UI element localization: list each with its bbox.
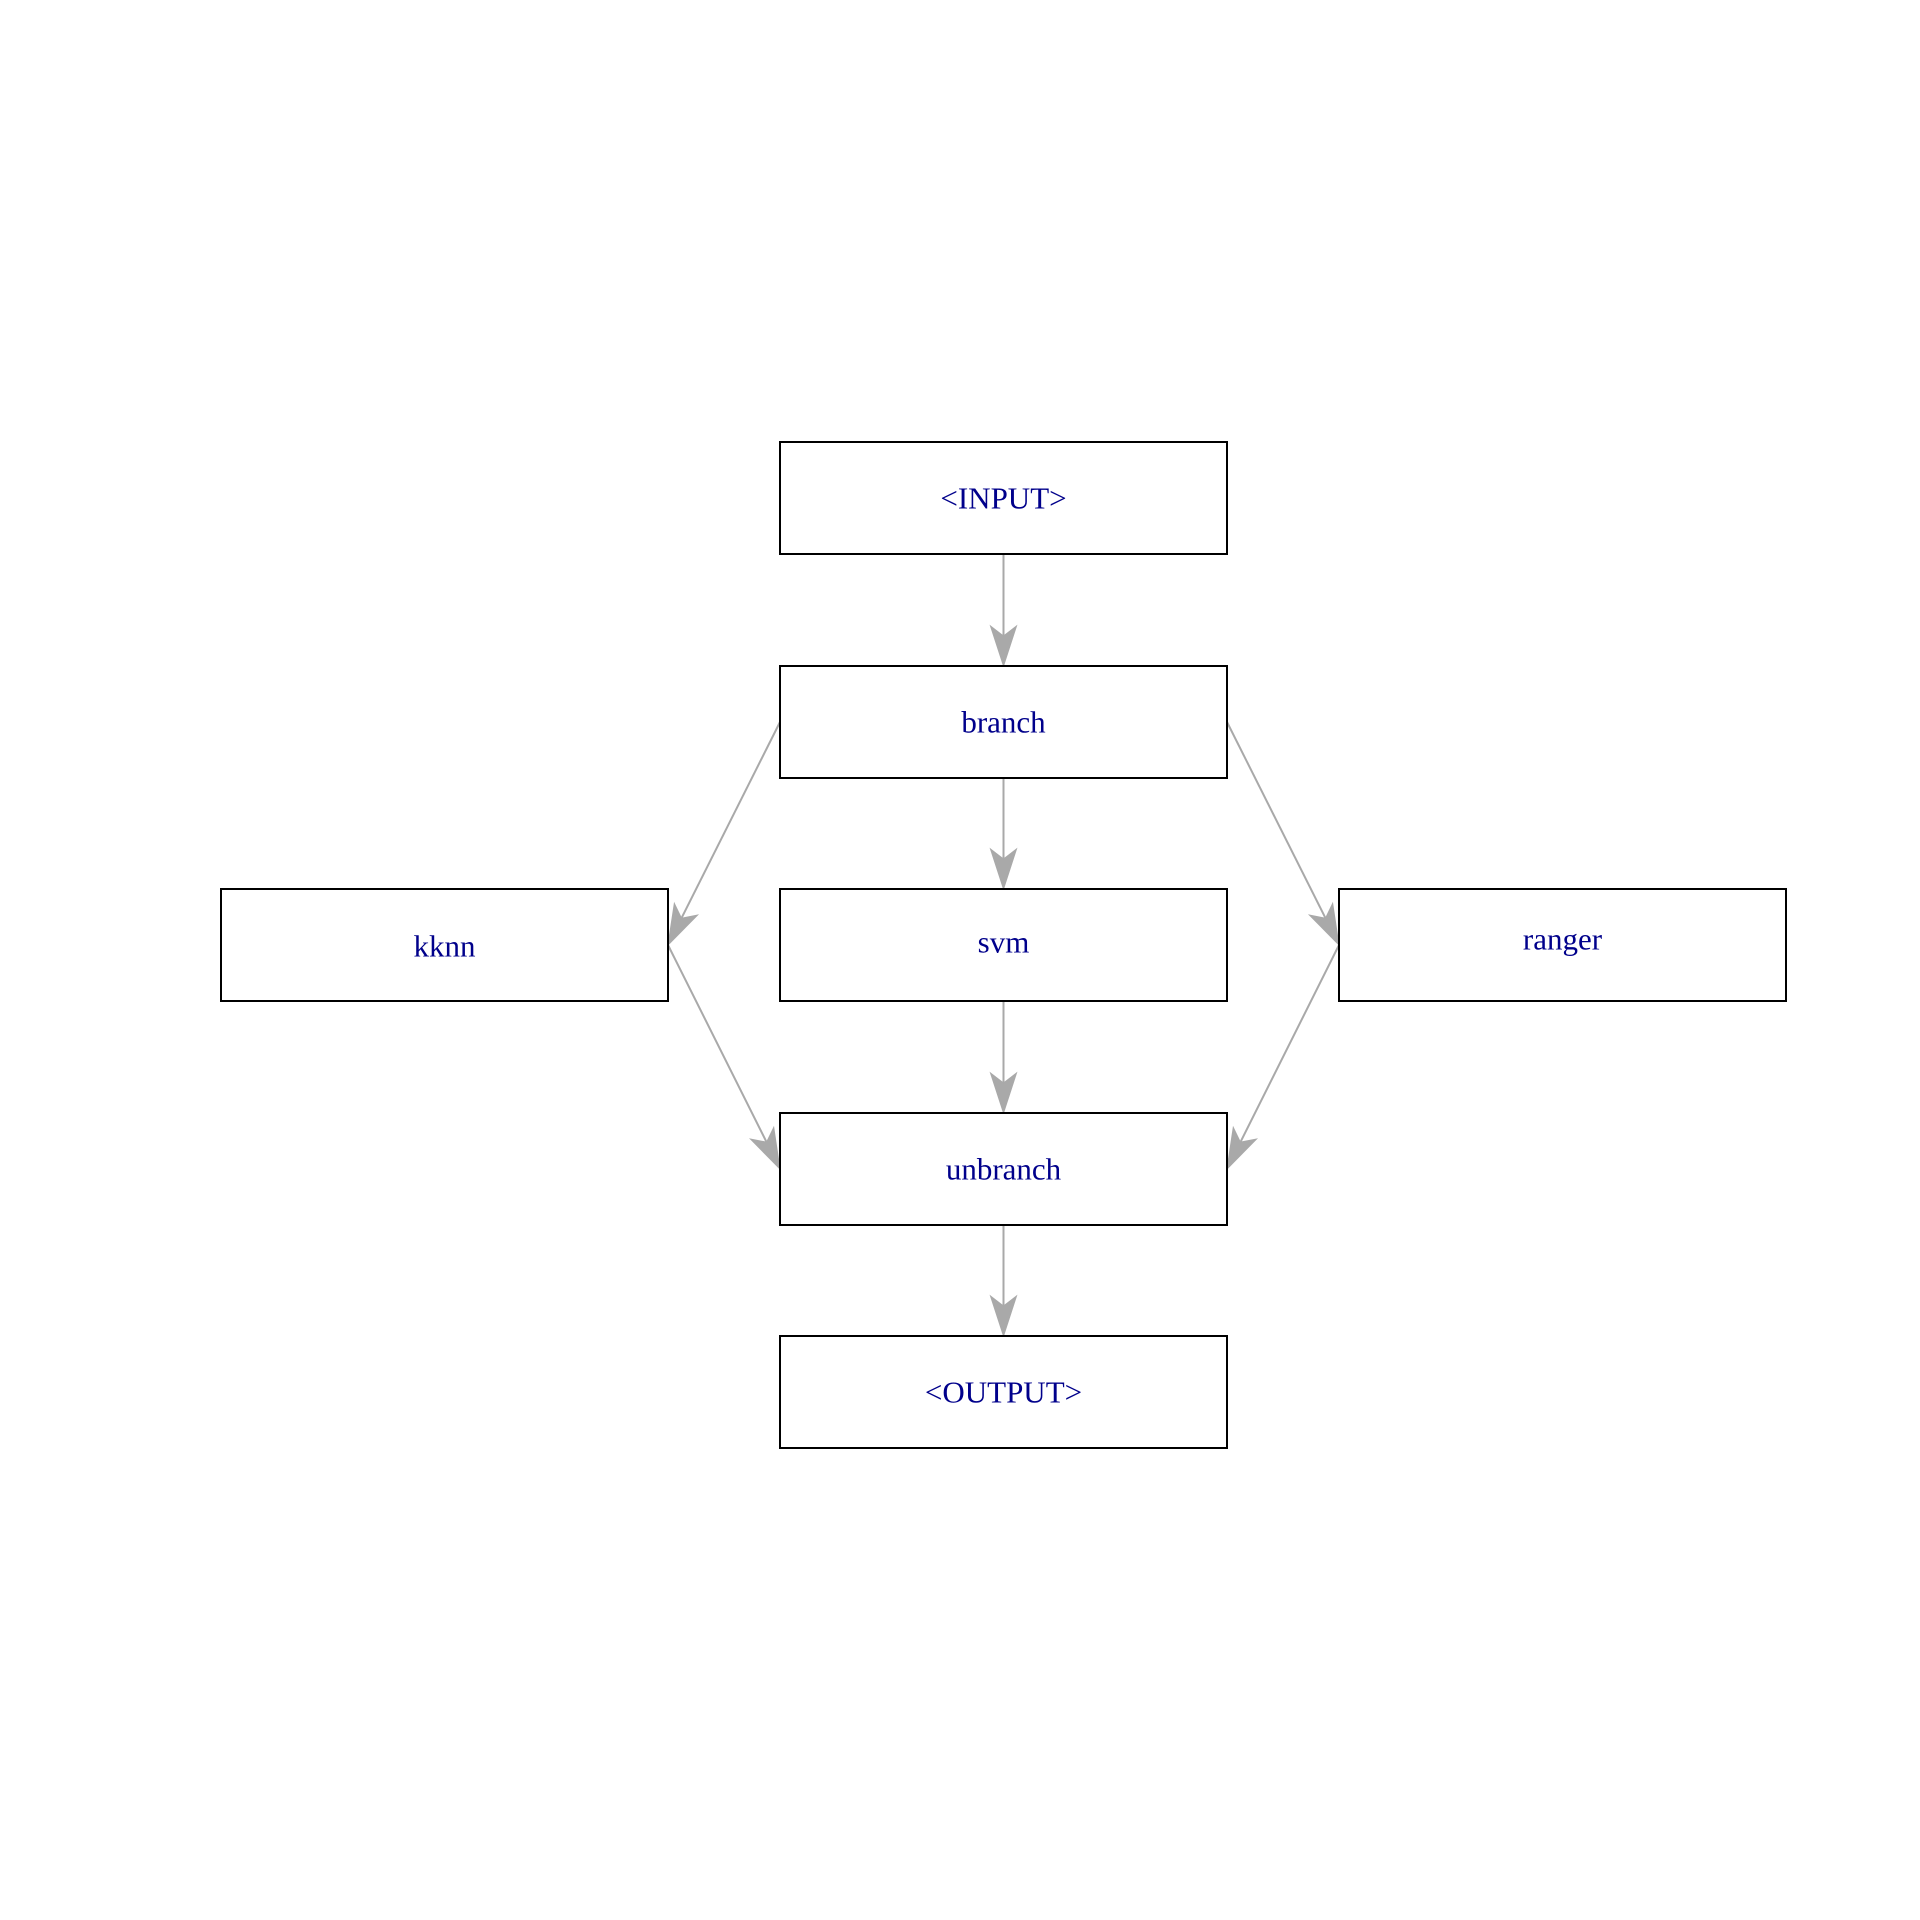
- node-svm[interactable]: svm: [779, 888, 1228, 1002]
- node-unbranch-label: unbranch: [946, 1152, 1062, 1187]
- node-branch-label: branch: [961, 705, 1046, 740]
- edge-branch-to-ranger: [1226, 721, 1327, 919]
- arrowhead-kknn-to-unbranch: [748, 1125, 781, 1171]
- node-svm-box: [779, 888, 1228, 1002]
- node-output-label: <OUTPUT>: [925, 1375, 1082, 1410]
- node-input-box: [779, 441, 1228, 555]
- arrowhead-unbranch-to-output: [989, 1294, 1018, 1338]
- node-output[interactable]: <OUTPUT>: [779, 1335, 1228, 1449]
- node-ranger-box: [1338, 888, 1787, 1002]
- arrowhead-branch-to-svm: [989, 847, 1018, 891]
- node-kknn-label: kknn: [414, 929, 477, 964]
- edge-branch-to-kknn: [680, 721, 781, 919]
- node-kknn[interactable]: kknn: [220, 888, 669, 1002]
- edge-kknn-to-unbranch: [667, 944, 768, 1143]
- arrowhead-input-to-branch: [989, 624, 1018, 668]
- node-branch[interactable]: branch: [779, 665, 1228, 779]
- node-branch-box: [779, 665, 1228, 779]
- node-output-box: [779, 1335, 1228, 1449]
- arrowhead-ranger-to-unbranch: [1226, 1125, 1259, 1171]
- node-ranger[interactable]: ranger: [1338, 888, 1787, 1002]
- node-svm-label: svm: [978, 925, 1030, 960]
- node-input[interactable]: <INPUT>: [779, 441, 1228, 555]
- node-kknn-box: [220, 888, 669, 1002]
- edge-ranger-to-unbranch: [1239, 944, 1340, 1143]
- arrowhead-svm-to-unbranch: [989, 1071, 1018, 1115]
- edges-layer: [667, 554, 1340, 1338]
- node-input-label: <INPUT>: [940, 481, 1066, 516]
- node-unbranch[interactable]: unbranch: [779, 1112, 1228, 1226]
- arrowhead-branch-to-ranger: [1307, 901, 1340, 947]
- node-ranger-label: ranger: [1523, 922, 1603, 957]
- arrowhead-branch-to-kknn: [667, 901, 700, 947]
- node-unbranch-box: [779, 1112, 1228, 1226]
